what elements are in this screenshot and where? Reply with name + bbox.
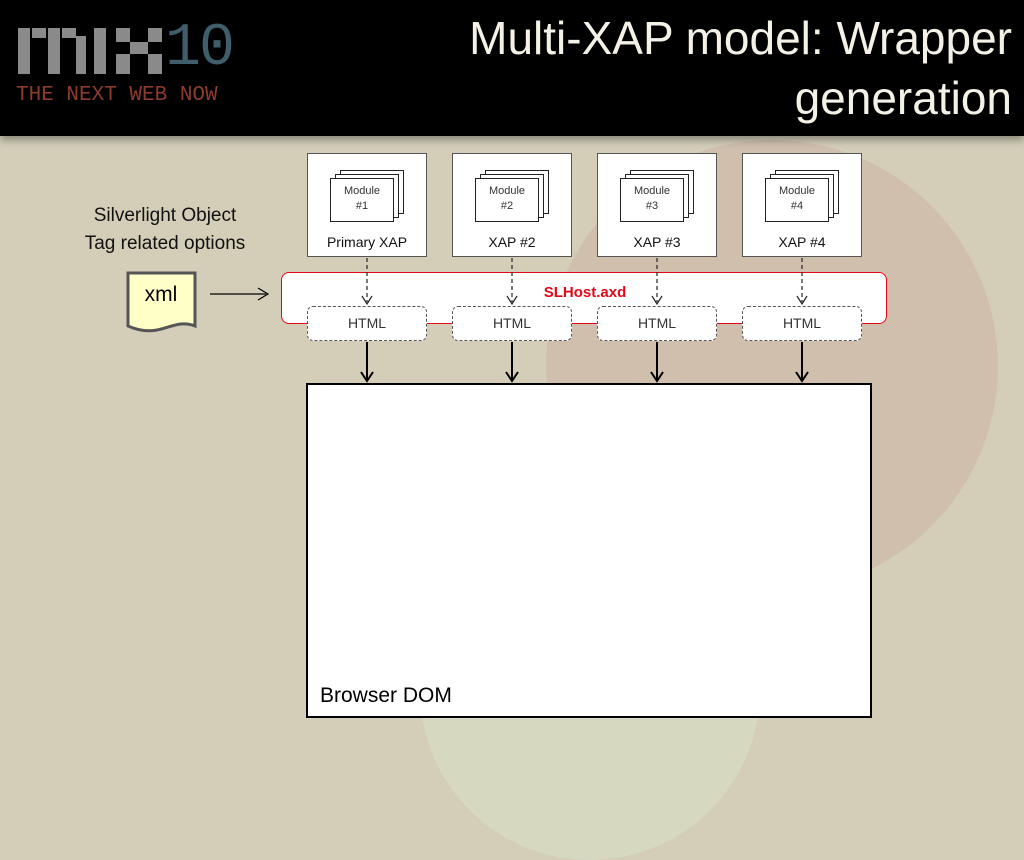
browser-dom-box: Browser DOM <box>306 383 872 718</box>
slide-title-line-2: generation <box>794 72 1012 124</box>
module-page <box>330 178 394 222</box>
slide-title: Multi-XAP model: Wrapper generation <box>372 8 1012 128</box>
html-wrapper-box: HTML <box>597 306 717 341</box>
options-label-line-2: Tag related options <box>84 233 246 254</box>
options-label-line-1: Silverlight Object <box>93 205 237 226</box>
module-label-line-1: Module <box>778 185 816 197</box>
solid-arrowhead <box>650 371 664 383</box>
slide-title-line-1: Multi-XAP model: Wrapper <box>469 12 1012 64</box>
xap-label: XAP #2 <box>488 234 536 250</box>
module-stack: Module #4 <box>765 170 841 224</box>
xap-package-4: Module #4 XAP #4 <box>742 153 862 257</box>
module-label-line-1: Module <box>488 185 526 197</box>
logo-number: 10 <box>165 15 235 83</box>
xml-document-icon <box>126 271 197 333</box>
module-label: Module #2 <box>475 178 539 222</box>
html-wrapper-box: HTML <box>452 306 572 341</box>
html-wrapper-box: HTML <box>307 306 427 341</box>
solid-arrowhead <box>360 371 374 383</box>
module-stack: Module #3 <box>620 170 696 224</box>
module-label-line-1: Module <box>633 185 671 197</box>
xml-input-arrow <box>210 287 270 301</box>
module-stack: Module #1 <box>330 170 406 224</box>
module-label-line-2: #3 <box>645 200 659 212</box>
module-label-line-2: #1 <box>355 200 369 212</box>
logo-tagline: THE NEXT WEB NOW <box>16 84 218 107</box>
xap-package-3: Module #3 XAP #3 <box>597 153 717 257</box>
xml-document-label: xml <box>144 283 178 306</box>
mix-logo-mark <box>18 28 162 74</box>
xap-label: Primary XAP <box>326 234 408 250</box>
module-label: Module #4 <box>765 178 829 222</box>
module-page <box>475 178 539 222</box>
module-label-line-2: #2 <box>500 200 514 212</box>
module-label: Module #3 <box>620 178 684 222</box>
html-wrapper-box: HTML <box>742 306 862 341</box>
module-label-line-1: Module <box>343 185 381 197</box>
module-stack: Module #2 <box>475 170 551 224</box>
solid-connectors <box>360 342 809 383</box>
module-page <box>765 178 829 222</box>
module-label-line-2: #4 <box>790 200 804 212</box>
slhost-handler-label: SLHost.axd <box>543 284 627 301</box>
xap-package-2: Module #2 XAP #2 <box>452 153 572 257</box>
module-label: Module #1 <box>330 178 394 222</box>
object-tag-options-label: Silverlight Object Tag related options <box>60 202 270 258</box>
slide-header: 10 THE NEXT WEB NOW Multi-XAP model: Wra… <box>0 0 1024 136</box>
xap-package-primary: Module #1 Primary XAP <box>307 153 427 257</box>
xap-label: XAP #3 <box>633 234 681 250</box>
browser-dom-label: Browser DOM <box>320 684 452 707</box>
xap-label: XAP #4 <box>778 234 826 250</box>
module-page <box>620 178 684 222</box>
solid-arrowhead <box>505 371 519 383</box>
solid-arrowhead <box>795 371 809 383</box>
